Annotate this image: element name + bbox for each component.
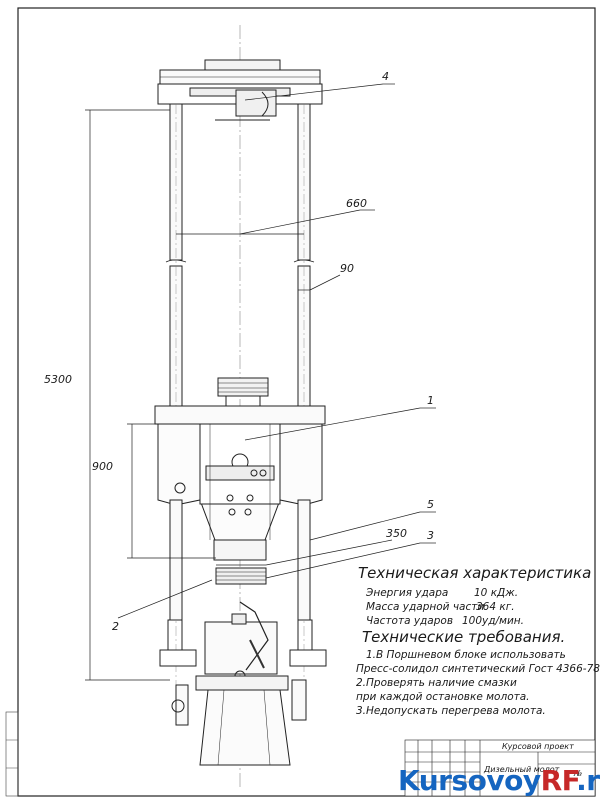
dim-column-spacing: 660 (346, 197, 367, 210)
callout-4: 4 (382, 70, 389, 83)
requirements-title: Технические требования. (362, 628, 565, 646)
dim-block-width: 350 (386, 527, 407, 540)
spec-label-2: Масса ударной части (366, 601, 484, 613)
project-label: Курсовой проект (502, 742, 574, 751)
requirement-line-2: Пресс-солидол синтетический Гост 4366-78… (356, 663, 600, 675)
watermark-part-1: Kursovoy (398, 764, 541, 797)
sheet-number: № (573, 769, 582, 778)
watermark-text: KursovoyRF.ru (398, 764, 600, 797)
requirement-line-4: при каждой остановке молота. (356, 691, 530, 703)
dim-column-diameter: 90 (340, 262, 354, 275)
requirement-line-1: 1.В Поршневом блоке использовать (366, 649, 566, 661)
spec-label-3: Частота ударов (366, 615, 453, 627)
requirement-line-5: 3.Недопускать перегрева молота. (356, 705, 546, 717)
watermark-part-3: .ru (576, 764, 600, 797)
callout-1: 1 (427, 394, 434, 407)
leader-lines (117, 83, 436, 619)
side-stamp (5, 711, 19, 797)
spec-value-2: 364 кг. (476, 601, 515, 613)
dimension-lines (85, 109, 393, 681)
requirement-line-3: 2.Проверять наличие смазки (356, 677, 517, 689)
watermark-logo: KursovoyRF.ru (398, 763, 600, 799)
dim-overall-height: 5300 (44, 373, 72, 386)
callout-3: 3 (427, 529, 434, 542)
callout-2: 2 (112, 620, 119, 633)
callout-5: 5 (427, 498, 434, 511)
specs-title: Техническая характеристика (358, 564, 591, 582)
sheet-border (17, 7, 596, 797)
watermark-part-2: RF (540, 764, 577, 797)
dim-stroke: 900 (92, 460, 113, 473)
spec-value-1: 10 кДж. (474, 587, 518, 599)
hammer-assembly (154, 59, 327, 766)
spec-label-1: Энергия удара (365, 587, 448, 599)
spec-value-3: 100уд/мин. (462, 615, 524, 627)
drawing-name: Дизельный молот (483, 765, 560, 774)
title-block (404, 739, 596, 797)
